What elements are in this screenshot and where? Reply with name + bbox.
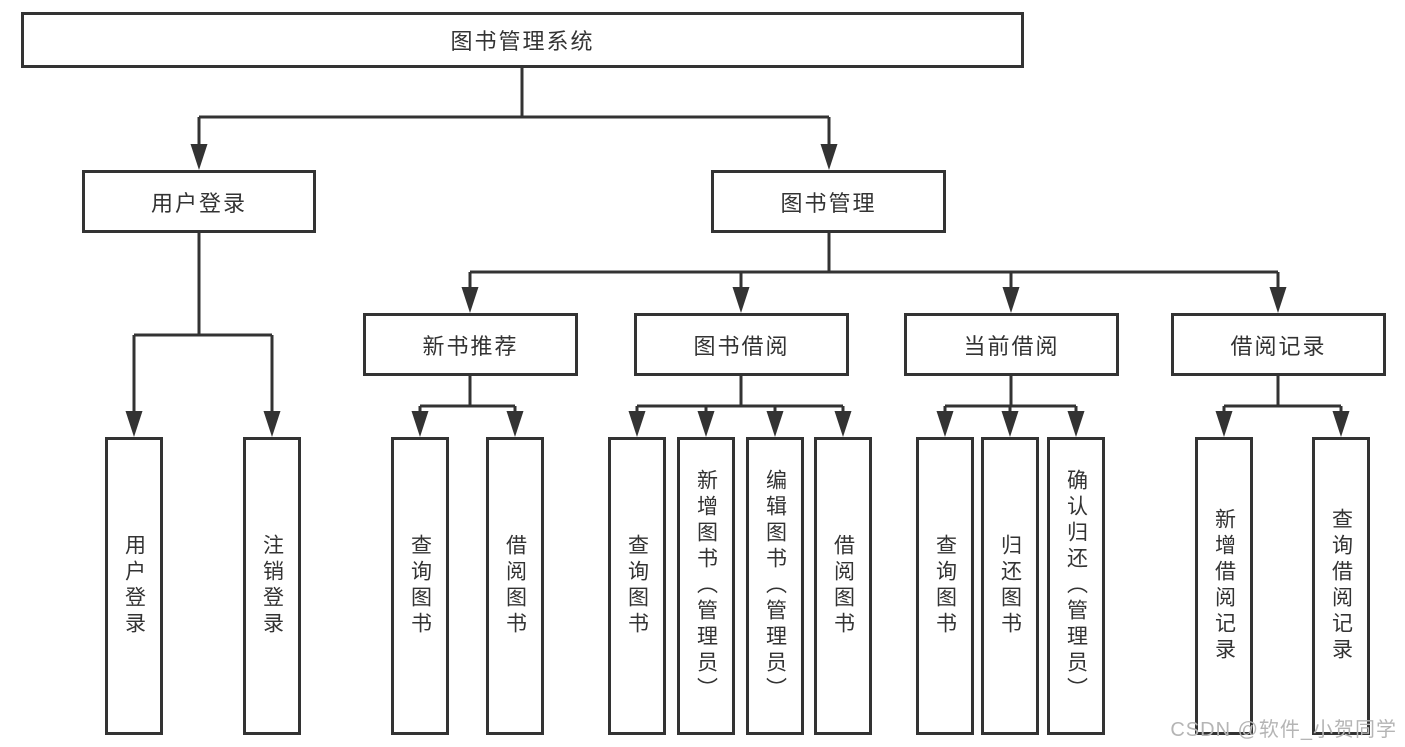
node-current-borrow: 当前借阅 bbox=[904, 313, 1119, 376]
leaf-edit-books-admin: 编辑图书（管理员） bbox=[746, 437, 804, 735]
node-root-label: 图书管理系统 bbox=[450, 29, 595, 54]
node-new-book-recommend: 新书推荐 bbox=[363, 313, 578, 376]
node-current-borrow-label: 当前借阅 bbox=[963, 333, 1060, 359]
node-book-management: 图书管理 bbox=[711, 170, 946, 233]
leaf-add-books-admin-label: 新增图书（管理员） bbox=[694, 469, 718, 703]
leaf-query-books-current-label: 查询图书 bbox=[933, 534, 957, 638]
leaf-confirm-return-admin-label: 确认归还（管理员） bbox=[1064, 469, 1088, 703]
leaf-borrow-books-label: 借阅图书 bbox=[831, 534, 855, 638]
node-user-login-label: 用户登录 bbox=[150, 190, 247, 216]
leaf-add-borrow-record: 新增借阅记录 bbox=[1195, 437, 1253, 735]
node-book-management-label: 图书管理 bbox=[780, 190, 877, 216]
leaf-return-books-label: 归还图书 bbox=[998, 534, 1022, 638]
node-user-login: 用户登录 bbox=[82, 170, 316, 233]
leaf-query-books-borrow: 查询图书 bbox=[608, 437, 666, 735]
leaf-add-books-admin: 新增图书（管理员） bbox=[677, 437, 735, 735]
leaf-query-borrow-record: 查询借阅记录 bbox=[1312, 437, 1370, 735]
leaf-query-books-borrow-label: 查询图书 bbox=[625, 534, 649, 638]
leaf-query-borrow-record-label: 查询借阅记录 bbox=[1329, 508, 1353, 664]
leaf-add-borrow-record-label: 新增借阅记录 bbox=[1212, 508, 1236, 664]
node-borrow-records: 借阅记录 bbox=[1171, 313, 1386, 376]
leaf-logout: 注销登录 bbox=[243, 437, 301, 735]
leaf-user-login: 用户登录 bbox=[105, 437, 163, 735]
arrowheads bbox=[125, 144, 1350, 437]
leaf-borrow-books-recommend: 借阅图书 bbox=[486, 437, 544, 735]
leaf-query-books-recommend-label: 查询图书 bbox=[408, 534, 432, 638]
node-book-borrow-label: 图书借阅 bbox=[693, 333, 790, 359]
node-new-book-recommend-label: 新书推荐 bbox=[422, 333, 519, 359]
leaf-user-login-label: 用户登录 bbox=[122, 534, 146, 638]
node-borrow-records-label: 借阅记录 bbox=[1230, 333, 1327, 359]
leaf-logout-label: 注销登录 bbox=[260, 534, 284, 638]
node-root: 图书管理系统 bbox=[21, 12, 1024, 68]
leaf-query-books-recommend: 查询图书 bbox=[391, 437, 449, 735]
node-book-borrow: 图书借阅 bbox=[634, 313, 849, 376]
leaf-borrow-books: 借阅图书 bbox=[814, 437, 872, 735]
leaf-return-books: 归还图书 bbox=[981, 437, 1039, 735]
leaf-edit-books-admin-label: 编辑图书（管理员） bbox=[763, 469, 787, 703]
leaf-borrow-books-recommend-label: 借阅图书 bbox=[503, 534, 527, 638]
leaf-confirm-return-admin: 确认归还（管理员） bbox=[1047, 437, 1105, 735]
watermark: CSDN @软件_小贺同学 bbox=[1170, 719, 1397, 741]
leaf-query-books-current: 查询图书 bbox=[916, 437, 974, 735]
